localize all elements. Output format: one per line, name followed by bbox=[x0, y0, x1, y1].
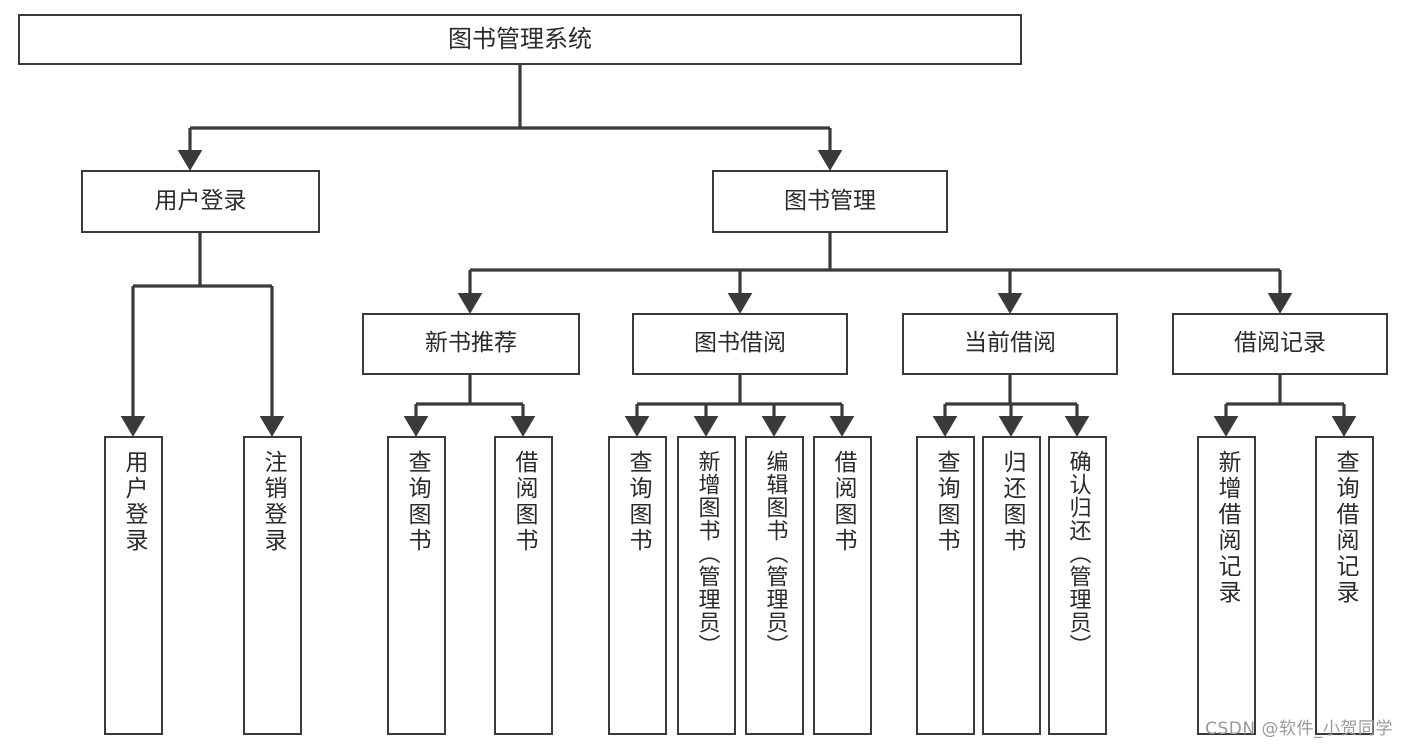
leaf-current-borrow-confirm-return[interactable]: 确认归还（管理员） bbox=[1048, 436, 1107, 735]
leaf-book-borrow-query[interactable]: 查询图书 bbox=[608, 436, 667, 735]
node-current-borrow[interactable]: 当前借阅 bbox=[902, 313, 1118, 375]
node-label: 新书推荐 bbox=[425, 330, 517, 357]
node-label: 新增借阅记录 bbox=[1214, 450, 1240, 606]
leaf-new-book-query[interactable]: 查询图书 bbox=[387, 436, 446, 735]
leaf-current-borrow-query[interactable]: 查询图书 bbox=[916, 436, 975, 735]
node-label: 当前借阅 bbox=[964, 330, 1056, 357]
node-label: 图书管理系统 bbox=[448, 25, 592, 54]
node-label: 归还图书 bbox=[999, 450, 1025, 554]
node-label: 图书管理 bbox=[784, 187, 876, 214]
leaf-book-borrow-add[interactable]: 新增图书（管理员） bbox=[677, 436, 736, 735]
leaf-book-borrow-edit[interactable]: 编辑图书（管理员） bbox=[745, 436, 804, 735]
node-label: 用户登录 bbox=[121, 450, 147, 554]
node-label: 查询图书 bbox=[404, 450, 430, 554]
leaf-borrow-record-query[interactable]: 查询借阅记录 bbox=[1315, 436, 1374, 735]
node-label: 借阅图书 bbox=[830, 450, 856, 554]
node-label: 注销登录 bbox=[260, 450, 286, 554]
leaf-book-borrow-borrow[interactable]: 借阅图书 bbox=[813, 436, 872, 735]
watermark-text: CSDN @软件_小贺同学 bbox=[1205, 719, 1393, 739]
leaf-user-login-login[interactable]: 用户登录 bbox=[104, 436, 163, 735]
leaf-new-book-borrow[interactable]: 借阅图书 bbox=[494, 436, 553, 735]
node-label: 新增图书（管理员） bbox=[694, 450, 720, 657]
node-label: 查询借阅记录 bbox=[1332, 450, 1358, 606]
leaf-current-borrow-return[interactable]: 归还图书 bbox=[982, 436, 1041, 735]
node-label: 借阅图书 bbox=[511, 450, 537, 554]
node-label: 借阅记录 bbox=[1234, 330, 1326, 357]
leaf-user-login-logout[interactable]: 注销登录 bbox=[243, 436, 302, 735]
node-label: 确认归还（管理员） bbox=[1065, 450, 1091, 657]
node-label: 图书借阅 bbox=[694, 330, 786, 357]
node-label: 查询图书 bbox=[933, 450, 959, 554]
node-borrow-record[interactable]: 借阅记录 bbox=[1172, 313, 1388, 375]
node-book-management[interactable]: 图书管理 bbox=[712, 170, 948, 233]
node-label: 查询图书 bbox=[625, 450, 651, 554]
leaf-borrow-record-add[interactable]: 新增借阅记录 bbox=[1197, 436, 1256, 735]
node-book-borrow[interactable]: 图书借阅 bbox=[632, 313, 848, 375]
node-label: 用户登录 bbox=[154, 187, 247, 214]
node-label: 编辑图书（管理员） bbox=[762, 450, 788, 657]
node-root-system[interactable]: 图书管理系统 bbox=[18, 14, 1022, 65]
node-user-login[interactable]: 用户登录 bbox=[81, 170, 320, 233]
node-new-book-recommend[interactable]: 新书推荐 bbox=[362, 313, 580, 375]
